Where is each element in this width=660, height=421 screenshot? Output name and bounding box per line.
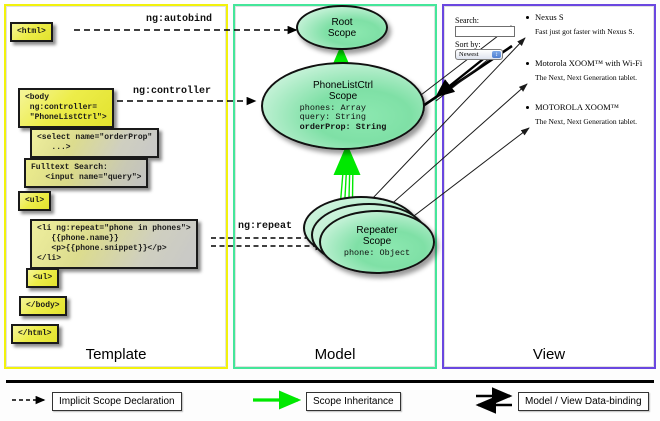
search-label: Search:	[455, 16, 479, 25]
panel-template-label: Template	[85, 346, 147, 363]
scope-repeater-props: phone: Object	[344, 249, 410, 259]
label-ng-controller: ng:controller	[133, 86, 212, 97]
sort-by-select[interactable]: Newest ↕	[455, 49, 503, 60]
scope-root-title-line2: Scope	[327, 27, 357, 39]
panel-template-inner	[6, 6, 226, 367]
scope-phonelistctrl-props: phones: Array query: String orderProp: S…	[299, 102, 387, 133]
legend-implicit-scope-declaration: Implicit Scope Declaration	[52, 392, 182, 411]
phone-snippet: The Next, Next Generation tablet.	[535, 73, 638, 82]
scope-phonelistctrl: PhoneListCtrl Scope phones: Array query:…	[261, 62, 425, 150]
phone-snippet: The Next, Next Generation tablet.	[535, 117, 638, 126]
code-box-li-ng-repeat: <li ng:repeat="phone in phones"> {{phone…	[30, 219, 198, 269]
chevron-updown-icon: ↕	[492, 51, 501, 58]
phone-name: Nexus S	[526, 12, 634, 22]
phone-snippet: Fast just got faster with Nexus S.	[535, 27, 635, 36]
scope-phonelistctrl-title-line1: PhoneListCtrl	[312, 79, 374, 91]
bullet-icon	[526, 16, 529, 19]
legend-model-view-data-binding: Model / View Data-binding	[518, 392, 649, 411]
scope-prop-phones: phones: Array	[299, 102, 366, 113]
phone-name: MOTOROLA XOOM™	[526, 102, 637, 112]
scope-prop-phone: phone: Object	[343, 248, 411, 259]
code-box-select: <select name="orderProp" ...>	[30, 128, 160, 158]
phone-name: Motorola XOOM™ with Wi-Fi	[526, 58, 642, 68]
panel-model-label: Model	[314, 346, 356, 363]
code-box-body-open: <body ng:controller= "PhoneListCtrl">	[18, 88, 114, 128]
panel-model-inner	[235, 6, 435, 367]
code-box-ul-open: <ul>	[18, 191, 52, 211]
list-item[interactable]: Motorola XOOM™ with Wi-Fi The Next, Next…	[526, 58, 642, 82]
legend-scope-inheritance: Scope Inheritance	[306, 392, 401, 411]
code-box-ul-close: <ul>	[26, 268, 60, 288]
scope-root: Root Scope	[296, 5, 388, 50]
code-box-html-open: <html>	[10, 22, 53, 42]
bullet-icon	[526, 62, 529, 65]
label-ng-autobind: ng:autobind	[146, 14, 213, 25]
scope-repeater-title-line1: Repeater	[356, 225, 398, 237]
code-box-body-close: </body>	[19, 296, 67, 316]
scope-root-title-line1: Root	[331, 16, 353, 28]
scope-repeater: Repeater Scope phone: Object	[319, 210, 435, 274]
scope-repeater-title-line2: Scope	[362, 236, 392, 248]
label-ng-repeat: ng:repeat	[238, 221, 293, 232]
code-box-html-close: </html>	[11, 324, 59, 344]
sort-by-selected-value: Newest	[459, 51, 479, 58]
scope-prop-query: query: String	[299, 112, 366, 123]
search-input[interactable]	[455, 26, 515, 37]
panel-view-label: View	[532, 346, 566, 363]
code-box-fulltext-search: Fulltext Search: <input name="query">	[24, 158, 149, 188]
panel-model: Model	[233, 4, 437, 369]
scope-prop-orderprop: orderProp: String	[299, 121, 387, 132]
bullet-icon	[526, 106, 529, 109]
list-item[interactable]: MOTOROLA XOOM™ The Next, Next Generation…	[526, 102, 638, 126]
scope-phonelistctrl-title-line2: Scope	[328, 90, 358, 102]
list-item[interactable]: Nexus S Fast just got faster with Nexus …	[526, 12, 635, 36]
sort-by-label: Sort by:	[455, 40, 481, 49]
legend-divider	[6, 380, 654, 383]
